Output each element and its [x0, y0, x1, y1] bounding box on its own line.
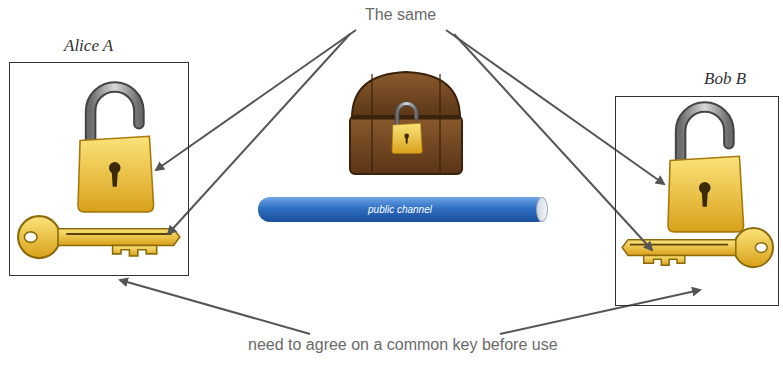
public-channel: public channel: [258, 197, 542, 222]
party-name: Alice A: [64, 36, 113, 56]
channel-label: public channel: [368, 204, 432, 215]
note-label: need to agree on a common key before use: [248, 336, 558, 354]
note-label: The same: [365, 6, 436, 24]
chest: [350, 72, 462, 174]
tube-end: [536, 197, 548, 222]
party-name: Bob B: [704, 69, 746, 89]
party-box: Bob B: [615, 96, 779, 306]
party-box: Alice A: [9, 62, 189, 276]
